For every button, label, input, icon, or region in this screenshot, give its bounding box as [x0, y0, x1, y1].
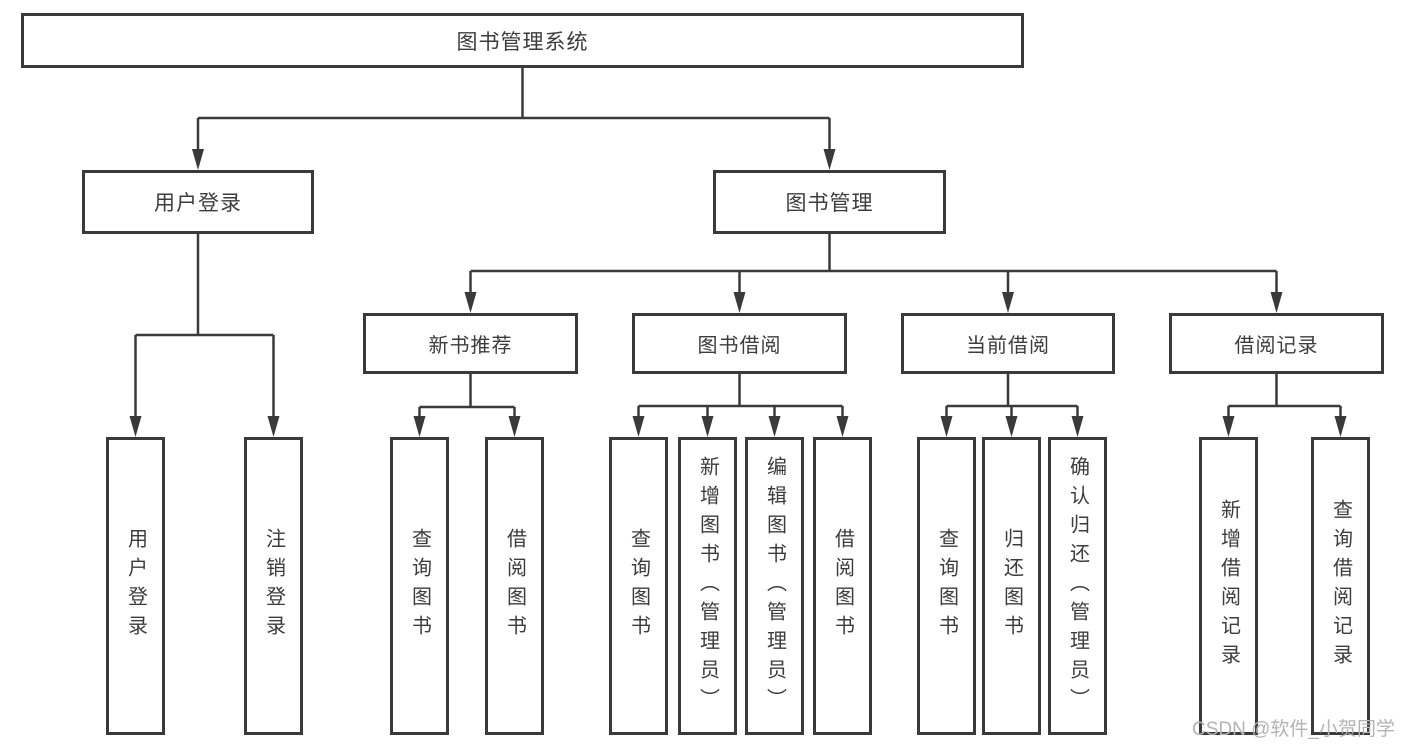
leaf-edit-books-admin: 编辑图书（管理员） — [745, 437, 804, 735]
leaf-query-books-recommend: 查询图书 — [390, 437, 449, 735]
leaf-borrow-books-recommend: 借阅图书 — [485, 437, 544, 735]
csdn-watermark: CSDN @软件_小贺同学 — [1192, 719, 1395, 740]
leaf-label: 确认归还（管理员） — [1066, 455, 1089, 717]
node-new-book-recommend: 新书推荐 — [363, 313, 578, 374]
leaf-confirm-return-admin: 确认归还（管理员） — [1048, 437, 1107, 735]
leaf-query-books-borrow: 查询图书 — [609, 437, 668, 735]
leaf-add-books-admin: 新增图书（管理员） — [678, 437, 737, 735]
node-user-login: 用户登录 — [82, 170, 314, 234]
node-current-borrow: 当前借阅 — [901, 313, 1115, 374]
leaf-label: 查询图书 — [627, 528, 650, 644]
edge-current-borrow-children — [940, 374, 1084, 437]
node-book-management: 图书管理 — [713, 170, 946, 234]
leaf-label: 归还图书 — [1000, 528, 1023, 644]
leaf-label: 借阅图书 — [831, 528, 854, 644]
edge-borrow-records-children — [1222, 374, 1347, 437]
leaf-label: 查询图书 — [408, 528, 431, 644]
leaf-query-borrow-record: 查询借阅记录 — [1311, 437, 1370, 735]
leaf-add-borrow-record: 新增借阅记录 — [1199, 437, 1258, 735]
leaf-return-books: 归还图书 — [982, 437, 1041, 735]
leaf-query-books-current: 查询图书 — [917, 437, 976, 735]
node-book-borrow: 图书借阅 — [632, 313, 847, 374]
leaf-borrow-books: 借阅图书 — [813, 437, 872, 735]
node-borrow-records: 借阅记录 — [1169, 313, 1384, 374]
leaf-label: 新增借阅记录 — [1217, 499, 1240, 673]
leaf-label: 新增图书（管理员） — [696, 455, 719, 717]
leaf-label: 注销登录 — [262, 528, 285, 644]
edge-root-to-level2 — [192, 68, 836, 170]
leaf-label: 借阅图书 — [503, 528, 526, 644]
edge-user-login-children — [129, 234, 280, 437]
leaf-label: 查询图书 — [935, 528, 958, 644]
edge-new-book-recommend-children — [413, 374, 521, 437]
node-root-library-system: 图书管理系统 — [21, 13, 1024, 68]
leaf-label: 用户登录 — [124, 528, 147, 644]
leaf-label: 查询借阅记录 — [1329, 499, 1352, 673]
leaf-label: 编辑图书（管理员） — [763, 455, 786, 717]
leaf-user-login: 用户登录 — [106, 437, 165, 735]
edge-book-management-children — [464, 234, 1283, 313]
leaf-logout: 注销登录 — [244, 437, 303, 735]
edge-book-borrow-children — [632, 374, 849, 437]
